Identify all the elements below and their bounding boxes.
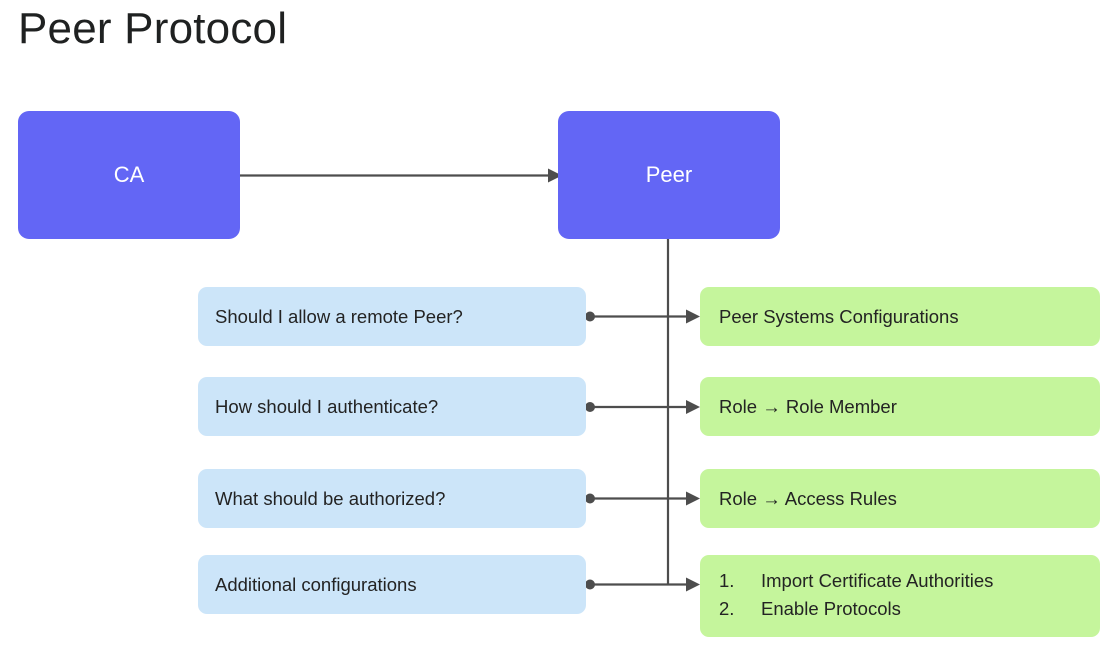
edge-row-2 (585, 400, 700, 414)
node-question-1-label: Should I allow a remote Peer? (215, 305, 463, 327)
node-question-2-label: How should I authenticate? (215, 395, 439, 417)
edge-ca-to-peer (240, 168, 562, 183)
answer-4-ordered-list: 1. Import Certificate Authorities 2. Ena… (719, 567, 993, 623)
list-item-text: Import Certificate Authorities (761, 570, 994, 591)
node-answer-3-label: Role → Access Rules (719, 487, 897, 509)
node-question-4-label: Additional configurations (215, 573, 417, 595)
node-question-3-label: What should be authorized? (215, 487, 446, 509)
node-answer-2[interactable]: Role → Role Member (700, 377, 1100, 436)
list-item-number: 2. (719, 598, 735, 619)
node-answer-4[interactable]: 1. Import Certificate Authorities 2. Ena… (700, 555, 1100, 637)
node-ca-label: CA (113, 162, 145, 187)
list-item: 2. Enable Protocols (719, 595, 993, 623)
node-ca[interactable]: CA (18, 111, 240, 239)
node-question-3[interactable]: What should be authorized? (198, 469, 586, 528)
edge-row-1 (585, 309, 700, 324)
node-question-4[interactable]: Additional configurations (198, 555, 586, 614)
list-item-number: 1. (719, 570, 735, 591)
node-peer-label: Peer (645, 162, 693, 187)
edge-row-4 (585, 577, 700, 592)
edge-row-3 (585, 491, 700, 506)
node-peer[interactable]: Peer (558, 111, 780, 239)
node-answer-2-label: Role → Role Member (719, 395, 897, 417)
page-title: Peer Protocol (18, 4, 288, 53)
node-answer-3[interactable]: Role → Access Rules (700, 469, 1100, 528)
list-item: 1. Import Certificate Authorities (719, 567, 993, 595)
node-question-2[interactable]: How should I authenticate? (198, 377, 586, 436)
node-question-1[interactable]: Should I allow a remote Peer? (198, 287, 586, 346)
node-answer-1[interactable]: Peer Systems Configurations (700, 287, 1100, 346)
node-answer-1-label: Peer Systems Configurations (719, 305, 959, 327)
list-item-text: Enable Protocols (761, 598, 901, 619)
